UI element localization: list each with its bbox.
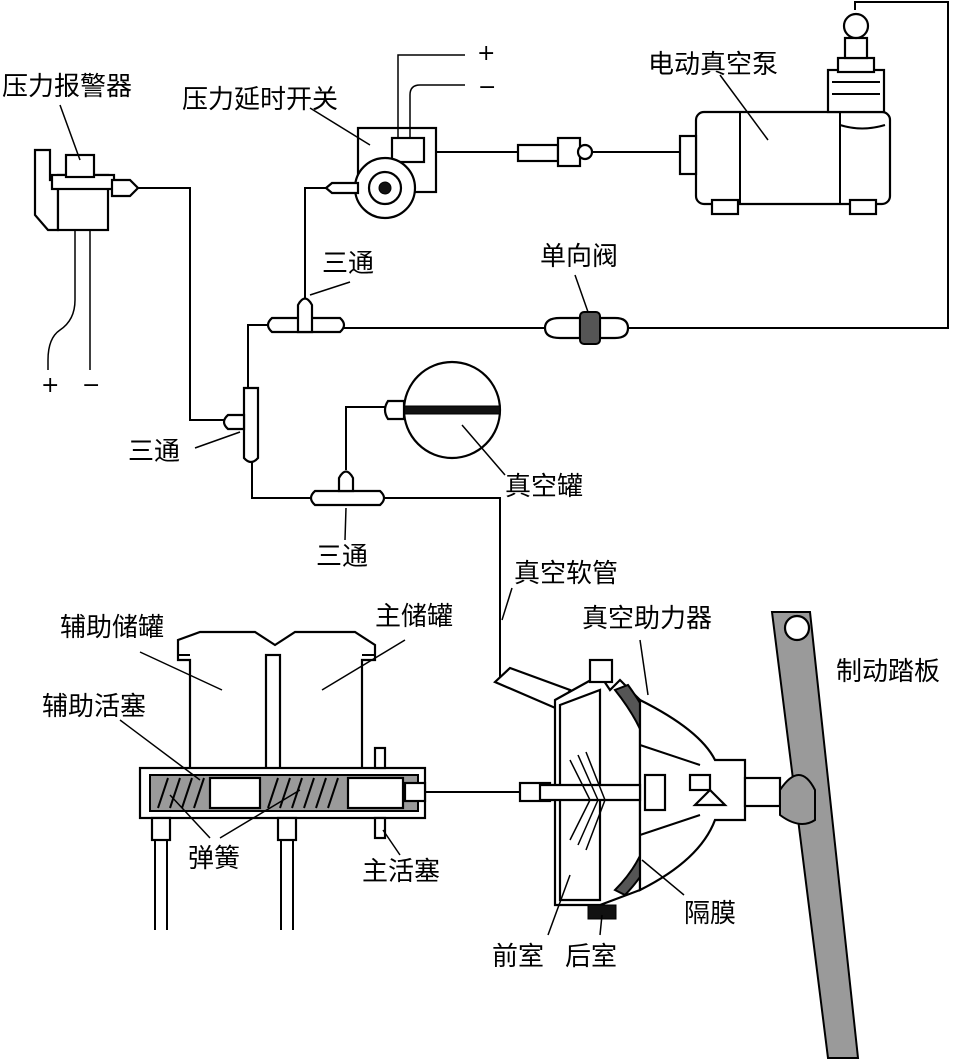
master-cylinder — [138, 746, 525, 930]
pressure-alarm-label: 压力报警器 — [2, 72, 132, 102]
aux-piston-label: 辅助活塞 — [42, 692, 146, 722]
front-chamber-label: 前室 — [492, 942, 544, 972]
vacuum-hose-label: 真空软管 — [514, 559, 618, 589]
leader-lines — [59, 74, 769, 936]
rear-chamber-label: 后室 — [565, 942, 617, 972]
check-valve-label: 单向阀 — [540, 242, 618, 272]
main-piston-label: 主活塞 — [362, 857, 440, 887]
brake-pedal — [770, 611, 860, 1059]
check-valve — [543, 311, 630, 345]
tee-left-label: 三通 — [128, 437, 180, 467]
tee-lower — [309, 470, 386, 507]
spring-label: 弹簧 — [188, 844, 240, 874]
pump-connector — [516, 136, 594, 168]
electric-vacuum-pump — [678, 12, 892, 216]
reservoirs — [176, 630, 377, 772]
switch-minus-symbol: − — [478, 75, 496, 100]
vacuum-booster-label: 真空助力器 — [582, 604, 712, 634]
aux-reservoir-label: 辅助储罐 — [60, 613, 164, 643]
alarm-minus-symbol: − — [82, 373, 100, 398]
vacuum-pipes — [138, 1, 949, 680]
pressure-delay-switch — [324, 54, 465, 220]
brake-pedal-label: 制动踏板 — [836, 657, 940, 687]
vacuum-tank-label: 真空罐 — [505, 472, 583, 502]
diaphragm-label: 隔膜 — [684, 899, 736, 929]
pressure-alarm — [33, 148, 140, 370]
vacuum-booster — [493, 658, 782, 920]
main-reservoir-label: 主储罐 — [375, 602, 453, 632]
electric-vacuum-pump-label: 电动真空泵 — [648, 50, 778, 80]
alarm-plus-symbol: + — [41, 373, 59, 398]
tee-left — [222, 386, 260, 464]
tee-upper — [266, 297, 346, 334]
pressure-delay-switch-label: 压力延时开关 — [182, 85, 338, 115]
switch-plus-symbol: + — [477, 41, 495, 66]
tee-lower-label: 三通 — [316, 542, 368, 572]
tee-upper-label: 三通 — [322, 249, 374, 279]
vacuum-tank — [383, 360, 502, 460]
